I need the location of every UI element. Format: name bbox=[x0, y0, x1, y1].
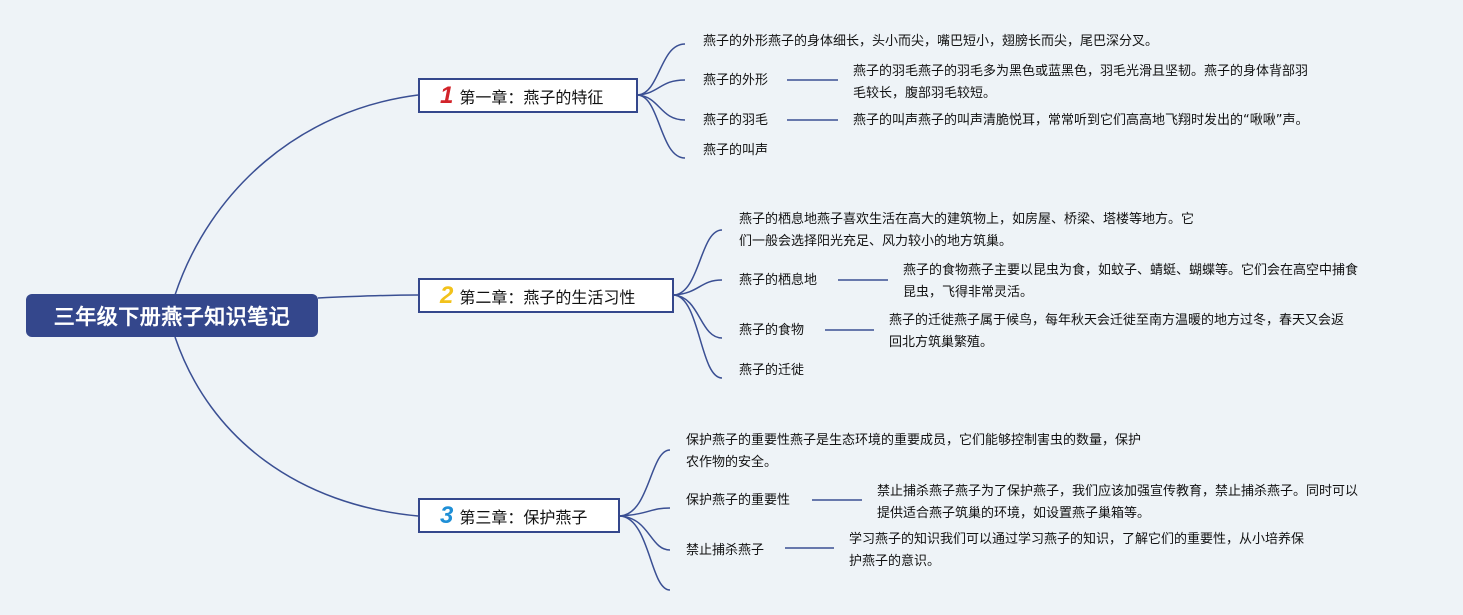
chapter-title: 第一章：燕子的特征 bbox=[459, 87, 604, 107]
ch3-branch-3 bbox=[619, 515, 671, 551]
ch1-item-3-text: 燕子的叫声燕子的叫声清脆悦耳，常常听到它们高高地飞翔时发出的“啾啾”声。 bbox=[853, 113, 1309, 128]
chapter-2-node[interactable]: 2 第二章：燕子的生活习性 bbox=[418, 278, 674, 313]
chapter-3-node[interactable]: 3 第三章：保护燕子 bbox=[418, 498, 620, 533]
ch2-item-1-text: 燕子的栖息地燕子喜欢生活在高大的建筑物上，如房屋、桥梁、塔楼等地方。它 们一般会… bbox=[739, 212, 1195, 249]
ch2-item-3-label: 燕子的食物 bbox=[739, 323, 805, 338]
chapter-title: 第三章：保护燕子 bbox=[459, 507, 588, 527]
ch3-branch-4 bbox=[619, 515, 671, 591]
ch2-branch-3 bbox=[673, 294, 723, 339]
ch3-item-2-label: 保护燕子的重要性 bbox=[686, 493, 791, 508]
ch2-item-2-text: 燕子的食物燕子主要以昆虫为食，如蚊子、蜻蜓、蝴蝶等。它们会在高空中捕食 昆虫，飞… bbox=[903, 263, 1359, 300]
ch2-item-2-label: 燕子的栖息地 bbox=[739, 273, 818, 288]
ch3-item-1-text: 保护燕子的重要性燕子是生态环境的重要成员，它们能够控制害虫的数量，保护 农作物的… bbox=[686, 433, 1142, 470]
chapter-title: 第二章：燕子的生活习性 bbox=[459, 287, 636, 307]
ch1-branch-2 bbox=[637, 79, 686, 96]
ch2-branch-4 bbox=[673, 294, 723, 379]
ch2-branch-1 bbox=[673, 229, 723, 296]
ch1-item-2-label: 燕子的外形 bbox=[703, 73, 769, 88]
chapter-number-3: 3 bbox=[440, 501, 454, 529]
chapter-number-2: 2 bbox=[440, 281, 454, 309]
ch2-branch-2 bbox=[673, 279, 723, 296]
chapter-number-1: 1 bbox=[440, 81, 454, 109]
root-to-chapter-1-line bbox=[174, 94, 419, 296]
root-to-chapter-3-line bbox=[174, 336, 419, 517]
ch1-branch-4 bbox=[637, 94, 686, 159]
ch1-item-1-text: 燕子的外形燕子的身体细长，头小而尖，嘴巴短小，翅膀长而尖，尾巴深分叉。 bbox=[703, 34, 1159, 49]
ch1-item-4-label: 燕子的叫声 bbox=[703, 143, 769, 158]
ch3-item-3-label: 禁止捕杀燕子 bbox=[686, 543, 765, 558]
chapter-1-node[interactable]: 1 第一章：燕子的特征 bbox=[418, 78, 638, 113]
ch3-branch-1 bbox=[619, 449, 671, 517]
root-to-chapter-2-line bbox=[317, 294, 419, 299]
ch1-branch-1 bbox=[637, 43, 686, 96]
ch3-item-2-text: 禁止捕杀燕子燕子为了保护燕子，我们应该加强宣传教育，禁止捕杀燕子。同时可以 提供… bbox=[877, 484, 1359, 521]
root-node[interactable]: 三年级下册燕子知识笔记 bbox=[26, 294, 318, 337]
ch2-item-4-label: 燕子的迁徙 bbox=[739, 363, 805, 378]
ch3-branch-2 bbox=[619, 507, 671, 517]
ch3-item-3-text: 学习燕子的知识我们可以通过学习燕子的知识，了解它们的重要性，从小培养保 护燕子的… bbox=[849, 532, 1305, 569]
ch1-item-3-label: 燕子的羽毛 bbox=[703, 113, 769, 128]
ch1-item-2-text: 燕子的羽毛燕子的羽毛多为黑色或蓝黑色，羽毛光滑且坚韧。燕子的身体背部羽 毛较长，… bbox=[853, 64, 1309, 101]
ch2-item-3-text: 燕子的迁徙燕子属于候鸟，每年秋天会迁徙至南方温暖的地方过冬，春天又会返 回北方筑… bbox=[889, 313, 1345, 350]
